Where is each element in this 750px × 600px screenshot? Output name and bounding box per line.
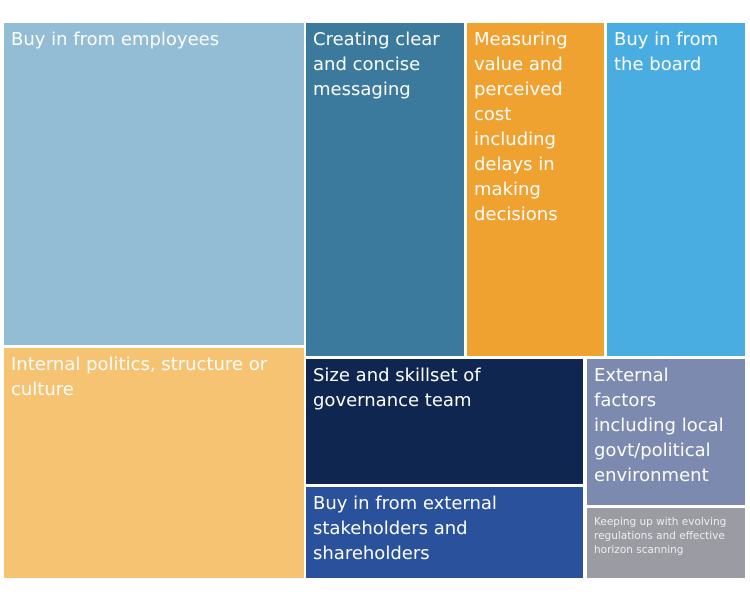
treemap-cell-keeping-up-evolving-regulations[interactable]: Keeping up with evolving regulations and…	[587, 508, 745, 578]
treemap-cell-size-skillset-governance-team[interactable]: Size and skillset of governance team	[306, 359, 583, 484]
treemap-cell-label: Internal politics, structure or culture	[11, 354, 268, 400]
treemap-cell-label: Creating clear and concise messaging	[313, 29, 440, 100]
treemap-cell-label: External factors including local govt/po…	[594, 365, 724, 486]
treemap-cell-label: Buy in from external stakeholders and sh…	[313, 493, 497, 564]
treemap-cell-label: Buy in from employees	[11, 29, 220, 50]
treemap-cell-label: Size and skillset of governance team	[313, 365, 481, 411]
treemap-cell-label: Measuring value and perceived cost inclu…	[474, 29, 568, 225]
treemap-cell-internal-politics-structure-culture[interactable]: Internal politics, structure or culture	[4, 348, 304, 578]
treemap-cell-external-factors-local-govt-political[interactable]: External factors including local govt/po…	[587, 359, 745, 505]
treemap-cell-creating-clear-concise-messaging[interactable]: Creating clear and concise messaging	[306, 23, 464, 356]
treemap-cell-buy-in-external-stakeholders-shareholders[interactable]: Buy in from external stakeholders and sh…	[306, 487, 583, 578]
treemap-cell-label: Buy in from the board	[614, 29, 719, 75]
treemap-cell-label: Keeping up with evolving regulations and…	[594, 516, 727, 556]
treemap-cell-buy-in-from-employees[interactable]: Buy in from employees	[4, 23, 304, 345]
treemap-cell-measuring-value-perceived-cost[interactable]: Measuring value and perceived cost inclu…	[467, 23, 604, 356]
treemap-cell-buy-in-from-the-board[interactable]: Buy in from the board	[607, 23, 745, 356]
